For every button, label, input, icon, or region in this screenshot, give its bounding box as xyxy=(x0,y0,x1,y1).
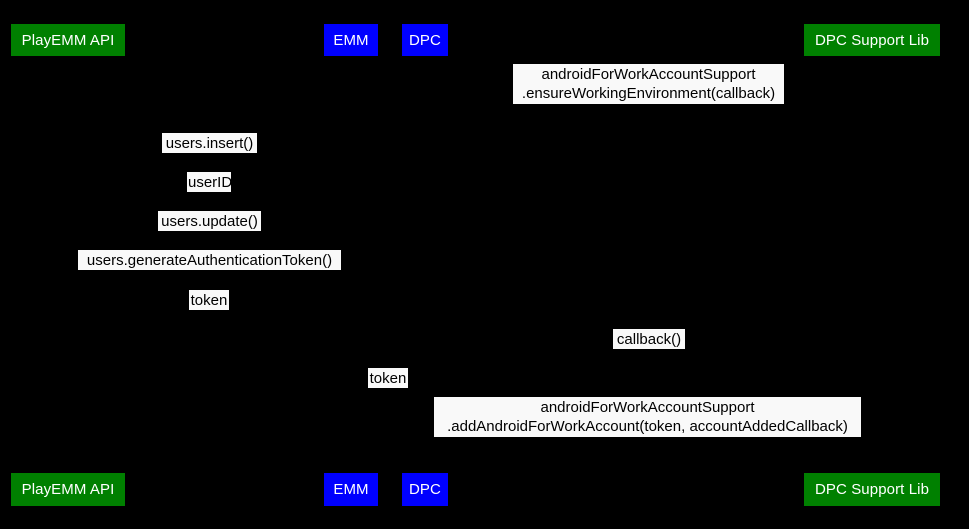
message-label-line: callback() xyxy=(616,331,682,348)
message-label-users-update: users.update() xyxy=(158,211,261,231)
message-label-ensure-working-environment: androidForWorkAccountSupport .ensureWorki… xyxy=(513,64,784,104)
message-label-line: .addAndroidForWorkAccount(token, account… xyxy=(447,418,848,435)
message-label-line: androidForWorkAccountSupport xyxy=(541,66,756,83)
message-label-line: users.update() xyxy=(161,213,258,230)
message-label-token-return-upper: token xyxy=(189,290,229,310)
message-label-line: userID xyxy=(188,174,233,191)
participant-top-dpc[interactable]: DPC xyxy=(402,24,448,56)
message-label-line: users.insert() xyxy=(165,135,254,152)
message-label-line: users.generateAuthenticationToken() xyxy=(86,252,333,269)
participant-bottom-dpc-support-lib[interactable]: DPC Support Lib xyxy=(804,473,940,506)
message-label-callback: callback() xyxy=(613,329,685,349)
message-label-line: .ensureWorkingEnvironment(callback) xyxy=(521,85,776,102)
message-label-line: androidForWorkAccountSupport xyxy=(540,399,755,416)
message-label-add-android-for-work-account: androidForWorkAccountSupport .addAndroidF… xyxy=(434,397,861,437)
participant-top-dpc-support-lib[interactable]: DPC Support Lib xyxy=(804,24,940,56)
participant-top-emm[interactable]: EMM xyxy=(324,24,378,56)
message-label-line: token xyxy=(369,370,407,387)
message-label-line: token xyxy=(190,292,228,309)
message-label-users-insert: users.insert() xyxy=(162,133,257,153)
participant-bottom-emm[interactable]: EMM xyxy=(324,473,378,506)
participant-bottom-dpc[interactable]: DPC xyxy=(402,473,448,506)
participant-bottom-playemm-api[interactable]: PlayEMM API xyxy=(11,473,125,506)
message-label-token-return-lower: token xyxy=(368,368,408,388)
participant-top-playemm-api[interactable]: PlayEMM API xyxy=(11,24,125,56)
message-label-users-generate-authentication-token: users.generateAuthenticationToken() xyxy=(78,250,341,270)
message-label-user-id: userID xyxy=(187,172,233,192)
